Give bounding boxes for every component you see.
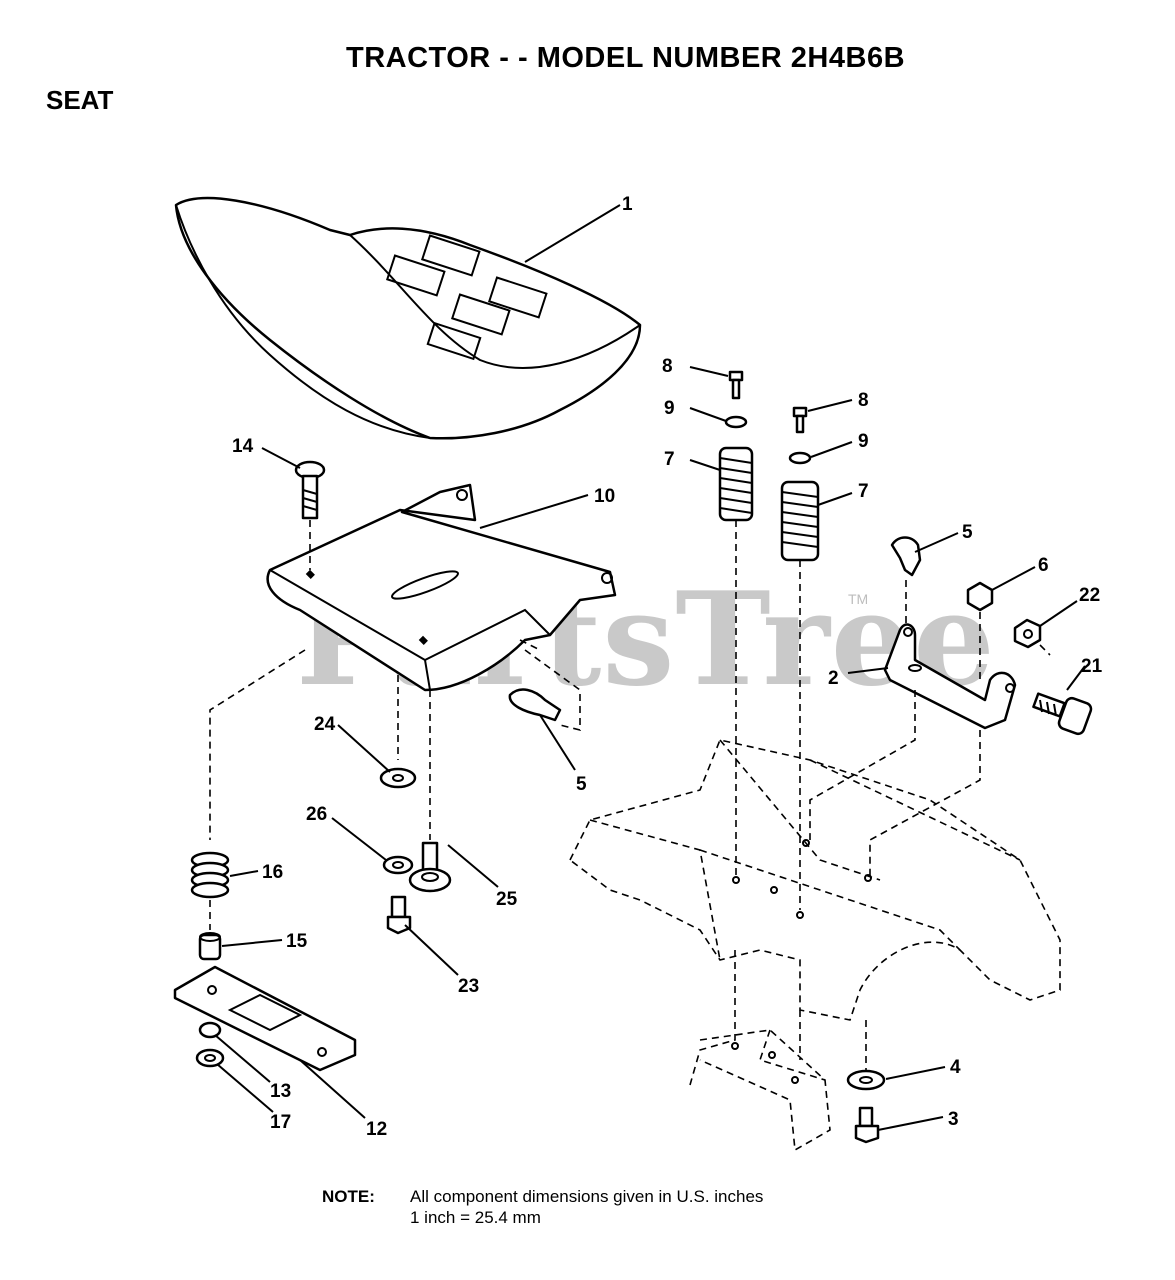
section-title: SEAT xyxy=(46,85,114,115)
callout-22: 22 xyxy=(1079,585,1100,606)
seat-part xyxy=(174,196,642,440)
washer-4-part xyxy=(846,1069,886,1091)
callout-5-right: 5 xyxy=(962,522,973,543)
callout-23: 23 xyxy=(458,976,479,997)
nut-13-part xyxy=(198,1021,222,1039)
watermark-trademark: TM xyxy=(848,591,869,607)
bracket-2-part xyxy=(809,623,1017,875)
callout-14: 14 xyxy=(232,436,254,457)
shoulder-bolt-25-part xyxy=(408,841,452,893)
callout-24: 24 xyxy=(314,714,336,735)
bolt-3-part xyxy=(854,1106,880,1144)
spring-7-right-part xyxy=(780,480,820,910)
seat-pan-part xyxy=(266,483,617,692)
note-label: NOTE: xyxy=(322,1187,375,1206)
guide-line-left xyxy=(209,649,306,840)
callout-2: 2 xyxy=(828,668,839,689)
washer-9-right-part xyxy=(788,451,812,465)
note-line-2: 1 inch = 25.4 mm xyxy=(410,1208,541,1227)
knob-21-part xyxy=(1032,692,1093,736)
callout-13: 13 xyxy=(270,1081,291,1102)
callout-9-left: 9 xyxy=(664,398,675,419)
leader-lines xyxy=(214,204,1086,1131)
bolt-8-right-part xyxy=(792,406,808,434)
lock-washer-26-part xyxy=(382,855,414,875)
callout-1: 1 xyxy=(622,194,633,215)
spring-16-part xyxy=(190,851,230,930)
spring-7-left-part xyxy=(718,446,754,875)
callout-16: 16 xyxy=(262,862,283,883)
tractor-frame-outline xyxy=(568,739,1061,1152)
callout-9-right: 9 xyxy=(858,431,869,452)
callout-17: 17 xyxy=(270,1112,291,1133)
washer-9-left-part xyxy=(724,415,748,429)
bushing-15-part xyxy=(198,932,222,961)
bolt-23-part xyxy=(386,895,412,935)
callout-7-left: 7 xyxy=(664,449,675,470)
nut-6-part xyxy=(966,581,994,680)
callout-10: 10 xyxy=(594,486,615,507)
callout-15: 15 xyxy=(286,931,308,952)
callout-5-left: 5 xyxy=(576,774,587,795)
washer-24-part xyxy=(379,767,417,789)
callout-26: 26 xyxy=(306,804,327,825)
clip-5-right-part xyxy=(890,536,922,630)
callout-4: 4 xyxy=(950,1057,961,1078)
callout-25: 25 xyxy=(496,889,518,910)
slide-plate-12-part xyxy=(173,965,357,1072)
bolt-8-left-part xyxy=(728,370,744,400)
washer-17-part xyxy=(195,1048,225,1068)
callout-7-right: 7 xyxy=(858,481,869,502)
callout-8-right: 8 xyxy=(858,390,869,411)
clip-5-left-part xyxy=(508,639,581,732)
carriage-bolt-14-part xyxy=(294,460,326,570)
page-title: TRACTOR - - MODEL NUMBER 2H4B6B xyxy=(346,42,906,74)
note-line-1: All component dimensions given in U.S. i… xyxy=(410,1187,764,1206)
callout-6: 6 xyxy=(1038,555,1049,576)
callout-3: 3 xyxy=(948,1109,959,1130)
callout-12: 12 xyxy=(366,1119,387,1140)
callout-21: 21 xyxy=(1081,656,1103,677)
nut-22-part xyxy=(1013,618,1051,656)
callout-8-left: 8 xyxy=(662,356,673,377)
